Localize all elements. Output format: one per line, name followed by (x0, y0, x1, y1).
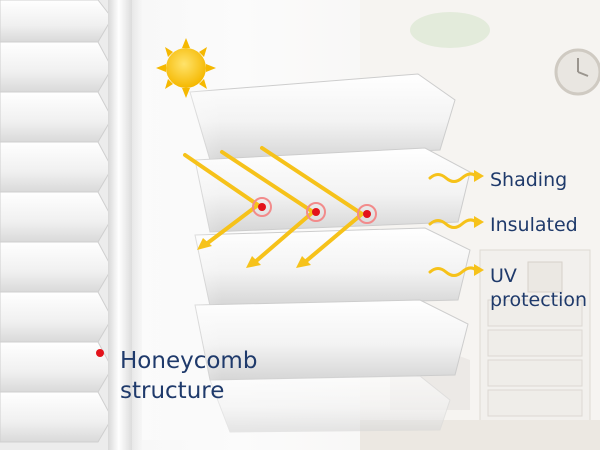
heat-target-icon (357, 204, 377, 224)
sun-icon (156, 38, 216, 98)
honeycomb-label-line1: Honeycomb (120, 348, 258, 374)
honeycomb-cell (209, 375, 451, 433)
honeycomb-cell (189, 73, 456, 161)
left-cells-graphic (0, 0, 113, 443)
heat-target-icon (252, 197, 272, 217)
shading-label: Shading (490, 169, 568, 191)
ray-arrow (260, 146, 366, 264)
honeycomb-label-line2: structure (120, 378, 225, 404)
left-honeycomb-stack (0, 0, 118, 450)
uv-protection-label: UV protection (490, 264, 587, 312)
heat-target-icon (306, 202, 326, 222)
uv-label-line1: UV (490, 265, 517, 287)
window-frame (108, 0, 132, 450)
wavy-arrow-icon (428, 172, 478, 183)
honeycomb-structure-label: Honeycomb structure (120, 346, 257, 406)
insulated-label: Insulated (490, 214, 578, 236)
ray-arrow (183, 153, 262, 247)
wavy-arrow-icon (428, 218, 478, 229)
uv-label-line2: protection (490, 289, 588, 311)
window-frame-inner (132, 0, 142, 450)
wavy-arrow-icon (428, 266, 478, 277)
bullet-dot (96, 349, 104, 357)
